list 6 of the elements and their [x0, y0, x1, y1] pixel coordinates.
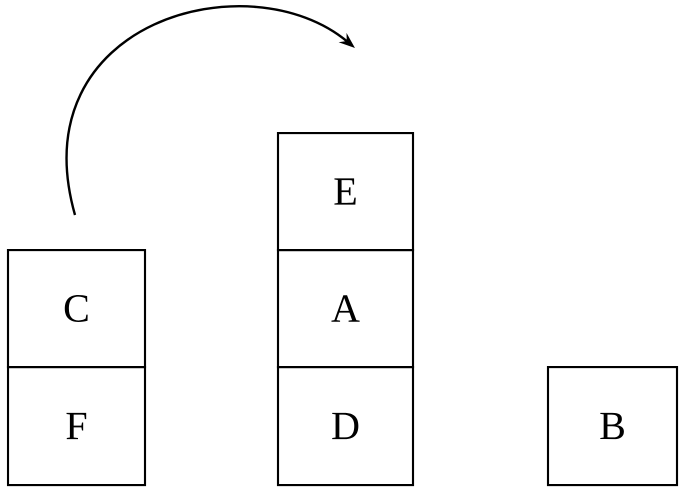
block-box: B [546, 366, 678, 486]
block-box: D [276, 366, 414, 486]
block-box: C [6, 248, 146, 368]
block-box: E [276, 132, 414, 252]
block-box: F [6, 366, 146, 486]
block-box: A [276, 248, 414, 368]
